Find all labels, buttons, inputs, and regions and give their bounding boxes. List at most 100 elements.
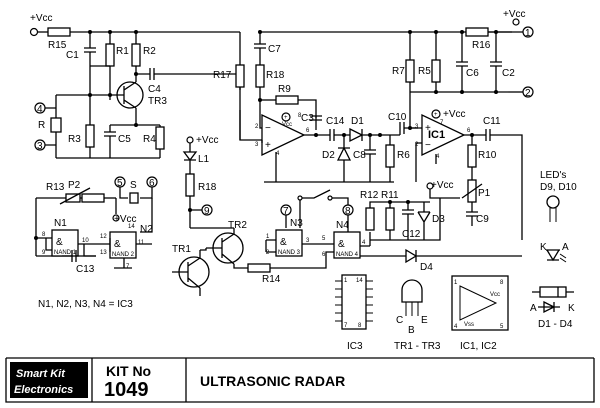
p2-label: P2 <box>68 180 81 191</box>
svg-text:+: + <box>265 140 271 151</box>
svg-text:−: − <box>265 123 271 134</box>
c9-label: C9 <box>476 214 489 225</box>
r13-label: R13 <box>46 182 65 193</box>
vcc-ic1: +Vcc <box>443 109 466 120</box>
c13-label: C13 <box>76 264 95 275</box>
svg-text:+: + <box>284 115 288 121</box>
svg-text:2: 2 <box>266 250 270 256</box>
r16-resistor <box>465 27 489 37</box>
r15-label: R15 <box>48 40 67 51</box>
svg-text:+: + <box>425 123 431 134</box>
ic3-legend-label: IC3 <box>347 341 363 352</box>
svg-text:&: & <box>338 239 345 250</box>
n4-label: N4 <box>336 220 349 231</box>
r1-label: R1 <box>116 46 129 57</box>
svg-text:13: 13 <box>100 250 107 256</box>
brand-line1: Smart Kit <box>16 368 66 380</box>
svg-text:1: 1 <box>454 280 458 286</box>
n3-nand-gate <box>275 229 303 257</box>
r11-label: R11 <box>381 190 399 201</box>
diode-package <box>539 286 567 298</box>
svg-text:5: 5 <box>500 324 504 330</box>
r17-resistor <box>235 64 245 88</box>
schematic-title: ULTRASONIC RADAR <box>200 373 345 389</box>
svg-text:12: 12 <box>100 234 107 240</box>
r10-label: R10 <box>478 150 497 161</box>
opamp-pinout <box>451 275 509 331</box>
p2-potentiometer <box>65 193 81 203</box>
diode-legend-label: D1 - D4 <box>538 319 573 330</box>
svg-text:5: 5 <box>322 236 326 242</box>
ic2-opamp <box>261 113 306 157</box>
s-transducer <box>129 192 139 204</box>
svg-text:B: B <box>408 325 415 336</box>
svg-text:6: 6 <box>467 128 471 134</box>
svg-text:1: 1 <box>266 234 270 240</box>
r13-resistor <box>81 193 105 203</box>
brand-line2: Electronics <box>14 384 73 396</box>
svg-text:2: 2 <box>415 142 419 148</box>
svg-text:1: 1 <box>525 28 531 39</box>
svg-text:3: 3 <box>255 142 259 148</box>
ic3-pinout <box>341 274 367 330</box>
svg-text:9: 9 <box>42 250 46 256</box>
r16-label: R16 <box>472 40 491 51</box>
svg-text:4: 4 <box>362 240 366 246</box>
r9-label: R9 <box>278 84 291 95</box>
r1-resistor <box>105 43 115 67</box>
c2-label: C2 <box>502 68 515 79</box>
ic12-legend-label: IC1, IC2 <box>460 341 497 352</box>
svg-text:6: 6 <box>149 178 155 189</box>
svg-text:&: & <box>114 239 121 250</box>
svg-text:Vss: Vss <box>464 322 474 328</box>
svg-text:2: 2 <box>255 124 259 130</box>
svg-text:2: 2 <box>525 88 531 99</box>
svg-text:3: 3 <box>415 124 419 130</box>
svg-text:14: 14 <box>356 278 363 284</box>
gate-note: N1, N2, N3, N4 = IC3 <box>38 299 133 310</box>
vcc-label-top-left: +Vcc <box>30 13 53 24</box>
c5-label: C5 <box>118 134 131 145</box>
r7-resistor <box>405 59 415 83</box>
r18-label-amp: R18 <box>266 70 285 81</box>
p1-label: P1 <box>478 188 491 199</box>
r5-resistor <box>431 59 441 83</box>
tr1-label: TR1 <box>172 244 191 255</box>
r2-resistor <box>131 43 141 67</box>
terminal-9 <box>201 204 213 216</box>
svg-text:+: + <box>434 112 438 118</box>
ic1-opamp <box>421 113 466 157</box>
r12-label: R12 <box>360 190 379 201</box>
svg-text:C: C <box>396 315 403 326</box>
svg-text:Vcc: Vcc <box>490 292 500 298</box>
svg-text:8: 8 <box>345 206 351 217</box>
svg-text:A: A <box>530 303 537 314</box>
kit-number: 1049 <box>104 379 149 401</box>
vcc-n2: +Vcc <box>114 214 137 225</box>
svg-text:+Vcc: +Vcc <box>196 135 219 146</box>
c8-label: C8 <box>353 150 366 161</box>
transducer-r <box>50 117 62 133</box>
svg-text:4: 4 <box>436 154 440 160</box>
r14-label: R14 <box>262 274 281 285</box>
led-top-view <box>546 195 560 209</box>
svg-text:NAND 1: NAND 1 <box>54 250 77 256</box>
svg-text:−: − <box>425 140 431 151</box>
c4-label: C4 <box>148 84 161 95</box>
svg-text:K: K <box>568 303 575 314</box>
r5-label: R5 <box>418 66 431 77</box>
r6-resistor <box>385 144 395 168</box>
d1-label: D1 <box>351 116 364 127</box>
r4-label: R4 <box>143 134 156 145</box>
c14-label: C14 <box>326 116 345 127</box>
vcc-terminal-left <box>29 27 39 37</box>
r14-resistor <box>247 263 271 273</box>
r7-label: R7 <box>392 66 405 77</box>
n1-label: N1 <box>54 218 67 229</box>
d3-label: D3 <box>432 214 445 225</box>
svg-text:NAND 4: NAND 4 <box>336 252 359 258</box>
n4-nand-gate <box>333 231 361 259</box>
transistor-package <box>401 279 423 303</box>
brand-logo <box>10 362 88 398</box>
